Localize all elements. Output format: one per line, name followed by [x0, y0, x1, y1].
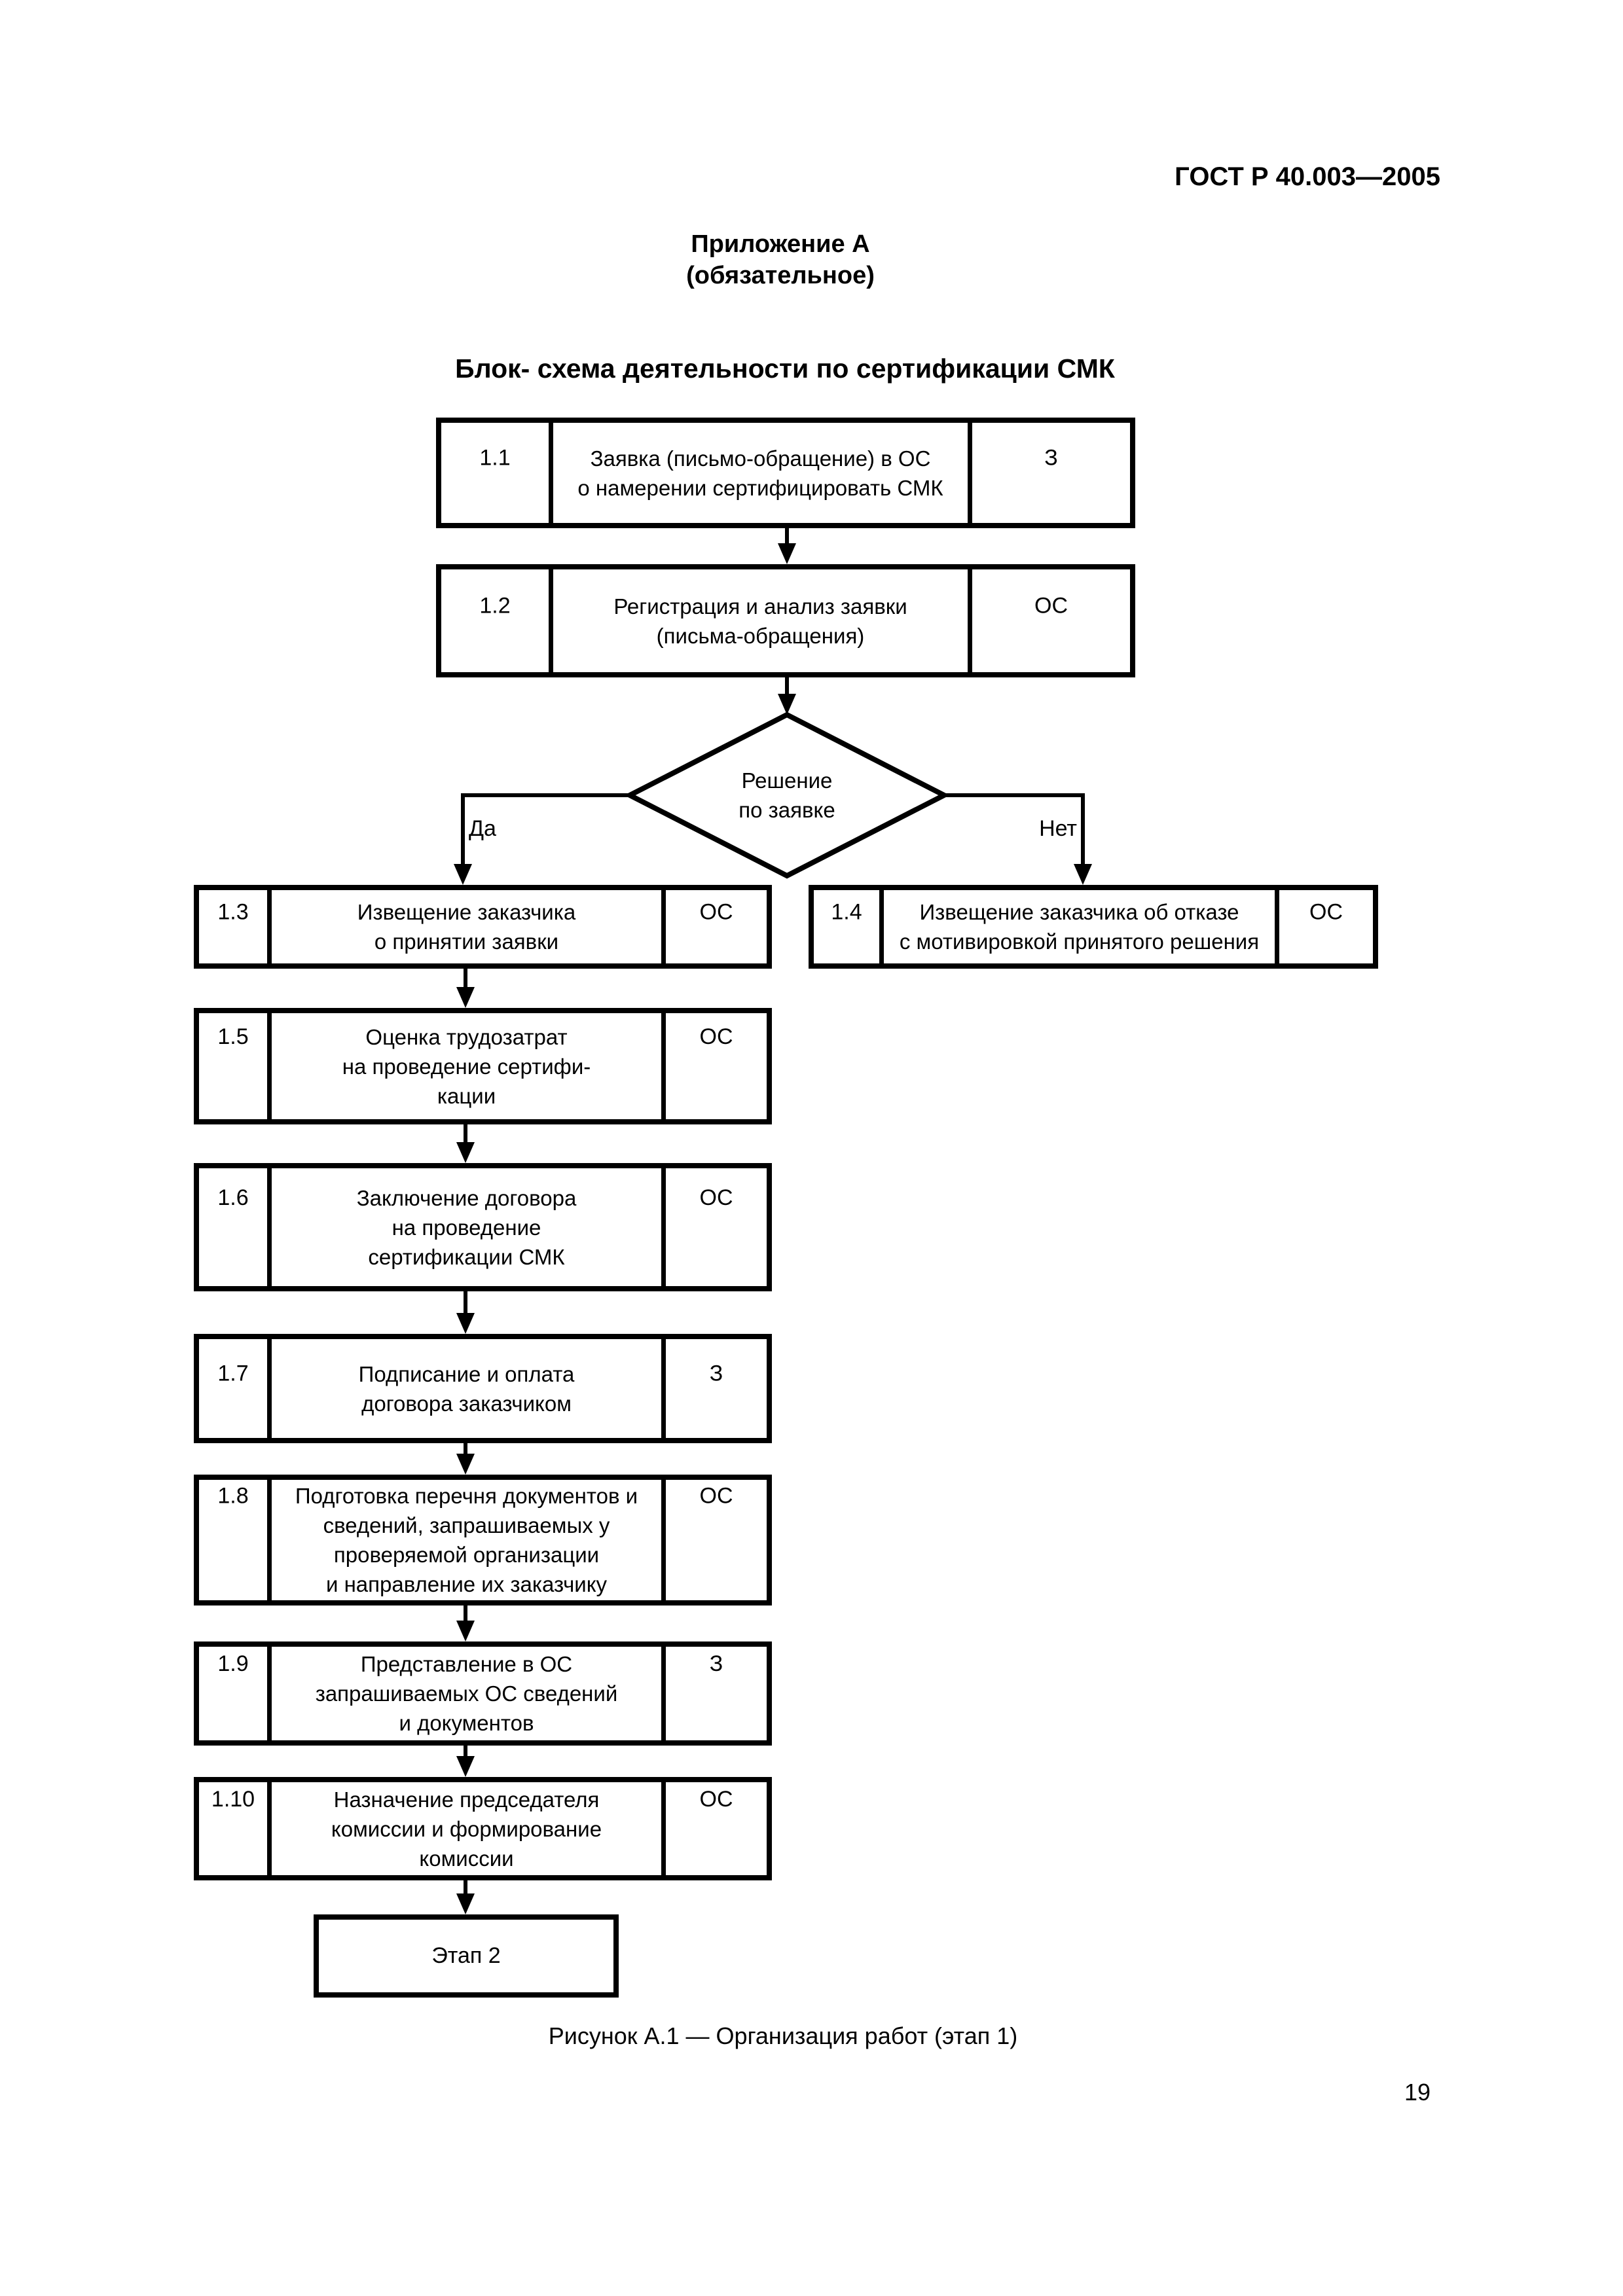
step-role: З	[968, 423, 1130, 523]
step-number: 1.8	[199, 1480, 272, 1600]
terminal-stage2-box: Этап 2	[314, 1914, 619, 1998]
flow-connector	[456, 528, 796, 1914]
step-number: 1.5	[199, 1013, 272, 1119]
step-text: Оценка трудозатрат на проведение сертифи…	[342, 1024, 591, 1108]
step-role: ОС	[661, 1168, 767, 1286]
standard-code-header: ГОСТ Р 40.003—2005	[1175, 162, 1440, 191]
step-number: 1.9	[199, 1647, 272, 1740]
page-number: 19	[1404, 2079, 1431, 2106]
appendix-subtitle: (обязательное)	[686, 262, 875, 289]
step-text: Назначение председателя комиссии и форми…	[331, 1787, 602, 1871]
flow-step-1-10: 1.10 Назначение председателя комиссии и …	[194, 1777, 772, 1880]
step-number: 1.7	[199, 1339, 272, 1438]
flow-step-1-6: 1.6 Заключение договора на проведение се…	[194, 1163, 772, 1291]
step-number: 1.4	[814, 890, 884, 963]
branch-label-yes: Да	[469, 816, 496, 841]
step-role: ОС	[661, 1782, 767, 1875]
decision-branch-lines	[461, 793, 1085, 865]
step-role: ОС	[661, 1013, 767, 1119]
step-number: 1.10	[199, 1782, 272, 1875]
flow-step-1-4: 1.4 Извещение заказчика об отказе с моти…	[809, 885, 1378, 969]
diagram-title: Блок- схема деятельности по сертификации…	[455, 353, 1115, 384]
decision-branch-arrowheads	[454, 864, 1092, 885]
step-role: ОС	[1275, 890, 1373, 963]
step-role: ОС	[968, 569, 1130, 672]
step-number: 1.3	[199, 890, 272, 963]
terminal-stage2-label: Этап 2	[431, 1943, 501, 1968]
flow-step-1-8: 1.8 Подготовка перечня документов и свед…	[194, 1475, 772, 1605]
flow-step-1-2: 1.2 Регистрация и анализ заявки (письма-…	[436, 564, 1135, 677]
flow-step-1-3: 1.3 Извещение заказчика о принятии заявк…	[194, 885, 772, 969]
decision-label: Решение по заявке	[739, 768, 835, 822]
decision-diamond	[624, 711, 950, 879]
step-text: Подготовка перечня документов и сведений…	[295, 1484, 638, 1596]
step-number: 1.2	[441, 569, 553, 672]
step-text: Подписание и оплата договора заказчиком	[358, 1361, 575, 1416]
step-text: Заключение договора на проведение сертиф…	[356, 1185, 577, 1269]
step-text: Извещение заказчика о принятии заявки	[357, 900, 576, 954]
step-role: ОС	[661, 1480, 767, 1600]
flow-step-1-7: 1.7 Подписание и оплата договора заказчи…	[194, 1334, 772, 1443]
flow-step-1-1: 1.1 Заявка (письмо-обращение) в ОС о нам…	[436, 418, 1135, 528]
step-text: Представление в ОС запрашиваемых ОС свед…	[315, 1652, 618, 1735]
step-text: Регистрация и анализ заявки (письма-обра…	[613, 594, 907, 648]
figure-caption: Рисунок А.1 — Организация работ (этап 1)	[548, 2022, 1018, 2049]
step-text: Заявка (письмо-обращение) в ОС о намерен…	[577, 446, 943, 500]
step-number: 1.1	[441, 423, 553, 523]
step-number: 1.6	[199, 1168, 272, 1286]
branch-label-no: Нет	[1039, 816, 1077, 841]
appendix-title: Приложение А	[691, 230, 870, 258]
step-role: З	[661, 1647, 767, 1740]
flow-step-1-9: 1.9 Представление в ОС запрашиваемых ОС …	[194, 1641, 772, 1746]
step-role: ОС	[661, 890, 767, 963]
flow-step-1-5: 1.5 Оценка трудозатрат на проведение сер…	[194, 1008, 772, 1124]
step-role: З	[661, 1339, 767, 1438]
step-text: Извещение заказчика об отказе с мотивиро…	[899, 900, 1260, 954]
